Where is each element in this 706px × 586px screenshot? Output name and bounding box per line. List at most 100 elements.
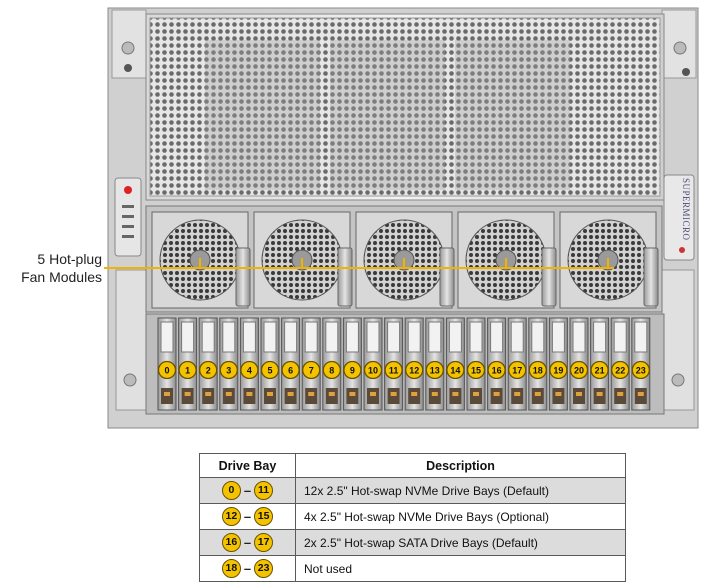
- fan-handle[interactable]: [337, 247, 353, 307]
- bay-badge-from: 12: [221, 507, 241, 526]
- fan-handle[interactable]: [235, 247, 251, 307]
- drive-bay[interactable]: 9: [342, 317, 362, 411]
- drive-bay-number: 7: [309, 366, 314, 376]
- drive-bay-number: 11: [389, 366, 399, 376]
- table-row: 16–17 2x 2.5" Hot-swap SATA Drive Bays (…: [199, 529, 626, 556]
- bay-badge-from: 16: [221, 533, 241, 552]
- drive-bay-number: 2: [206, 366, 211, 376]
- drive-bay[interactable]: 2: [198, 317, 218, 411]
- drive-bay-badge: [466, 360, 486, 380]
- drive-bay[interactable]: 6: [281, 317, 301, 411]
- drive-bay-badge: [528, 360, 547, 380]
- drive-bay-badge: [281, 360, 300, 380]
- top-vent-grille: [145, 13, 665, 201]
- table-row: 18–23 Not used: [199, 555, 626, 582]
- drive-bay-number: 20: [574, 366, 584, 376]
- header-drive-bay: Drive Bay: [199, 453, 296, 478]
- drive-bay-badge: [590, 360, 609, 380]
- fan-handle[interactable]: [643, 247, 659, 307]
- drive-bay[interactable]: 10: [363, 317, 383, 411]
- drive-bay-badge: [302, 360, 321, 380]
- drive-bay-badge: [611, 360, 630, 380]
- drive-bay-badge: [569, 360, 589, 380]
- drive-bay-number: 13: [430, 366, 440, 376]
- drive-bay-badge: [549, 360, 568, 380]
- drive-bay[interactable]: 1: [178, 317, 198, 411]
- left-control-panel: [114, 177, 142, 257]
- drive-bay-number: 21: [595, 366, 605, 376]
- drive-bay-number: 10: [368, 366, 378, 376]
- drive-bay-badge: [446, 360, 465, 380]
- drive-bay-number: 12: [409, 366, 419, 376]
- drive-bay-number: 18: [533, 366, 543, 376]
- drive-bay-number: 0: [164, 366, 169, 376]
- fan-handle[interactable]: [439, 247, 455, 307]
- drive-bay-number: 22: [615, 366, 625, 376]
- drive-bay-badge: [157, 360, 177, 380]
- drive-bay-number: 6: [288, 366, 293, 376]
- drive-bay[interactable]: 23: [631, 317, 651, 411]
- drive-bay[interactable]: 11: [384, 317, 404, 411]
- drive-bay[interactable]: 14: [445, 317, 465, 411]
- drive-bay[interactable]: 15: [466, 317, 486, 411]
- table-header-row: Drive Bay Description: [199, 453, 626, 478]
- bay-badge-to: 11: [254, 481, 274, 500]
- drive-bay-badge: [487, 360, 506, 380]
- drive-bay[interactable]: 17: [507, 317, 527, 411]
- drive-bay-badge: [322, 360, 341, 380]
- drive-bay[interactable]: 7: [301, 317, 321, 411]
- drive-bay-badge: [425, 360, 444, 380]
- bay-badge-to: 15: [254, 507, 274, 526]
- drive-bay-number: 16: [492, 366, 502, 376]
- drive-bay-badge: [384, 360, 403, 380]
- drive-bay[interactable]: 22: [610, 317, 630, 411]
- drive-bay[interactable]: 12: [404, 317, 424, 411]
- drive-bay[interactable]: 0: [157, 317, 177, 411]
- drive-bay-badge: [219, 360, 238, 380]
- drive-bay[interactable]: 20: [569, 317, 589, 411]
- drive-bay[interactable]: 21: [590, 317, 610, 411]
- drive-bay-number: 17: [512, 366, 522, 376]
- drive-bay[interactable]: 4: [239, 317, 259, 411]
- drive-bay[interactable]: 13: [425, 317, 445, 411]
- drive-bay-number: 4: [247, 366, 252, 376]
- callout-line2: Fan Modules: [21, 269, 102, 285]
- right-brand-panel: SUPERMICRO: [663, 174, 695, 261]
- drive-bay[interactable]: 19: [548, 317, 568, 411]
- drive-bay-badge: [178, 360, 197, 380]
- drive-bay-badge: [199, 360, 218, 380]
- bay-badge-from: 18: [221, 559, 241, 578]
- drive-bay-number: 19: [553, 366, 563, 376]
- drive-bay[interactable]: 8: [322, 317, 342, 411]
- drive-bay-badge: [343, 360, 362, 380]
- bay-range: 16–17: [199, 529, 296, 556]
- drive-bay-badge: [631, 360, 650, 380]
- fan-modules-callout: 5 Hot-plug Fan Modules: [6, 250, 102, 286]
- drive-bay-badge: [240, 360, 259, 380]
- drive-bay-number: 8: [329, 366, 334, 376]
- drive-bay-number: 3: [226, 366, 231, 376]
- fan-handle[interactable]: [541, 247, 557, 307]
- drive-bay-number: 15: [471, 366, 481, 376]
- bay-badge-from: 0: [221, 481, 241, 500]
- bay-description: 2x 2.5" Hot-swap SATA Drive Bays (Defaul…: [295, 529, 626, 556]
- bay-description: 4x 2.5" Hot-swap NVMe Drive Bays (Option…: [295, 503, 626, 530]
- drive-bay-number: 23: [636, 366, 646, 376]
- drive-bay[interactable]: 18: [528, 317, 548, 411]
- drive-bay-table: Drive Bay Description 0–11 12x 2.5" Hot-…: [199, 453, 626, 582]
- header-description: Description: [295, 453, 626, 478]
- drive-bay-number: 14: [450, 366, 460, 376]
- drive-bay[interactable]: 5: [260, 317, 280, 411]
- drive-bay-number: 1: [185, 366, 190, 376]
- bay-range: 12–15: [199, 503, 296, 530]
- bay-range: 0–11: [199, 477, 296, 504]
- callout-ticks: [199, 258, 609, 268]
- drive-bay-badge: [405, 360, 424, 380]
- drive-bay-badge: [260, 360, 280, 380]
- table-row: 0–11 12x 2.5" Hot-swap NVMe Drive Bays (…: [199, 477, 626, 504]
- drive-bay[interactable]: 16: [487, 317, 507, 411]
- drive-bay[interactable]: 3: [219, 317, 239, 411]
- bay-description: Not used: [295, 555, 626, 582]
